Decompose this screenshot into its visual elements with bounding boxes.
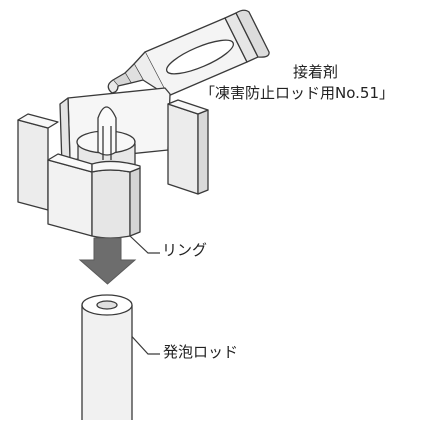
rod-leader-line <box>125 329 160 355</box>
ring-label: リング <box>162 241 208 259</box>
foam-rod <box>81 294 133 420</box>
down-arrow-icon <box>78 237 137 285</box>
ring-leader-line <box>129 235 160 254</box>
adhesive-tube <box>107 9 270 97</box>
ring-right-arm <box>167 99 209 195</box>
adhesive-product-label: 「凍害防止ロッド用No.51」 <box>200 84 394 102</box>
adhesive-name-label: 接着剤 <box>293 63 339 81</box>
foam-rod-label: 発泡ロッド <box>163 343 239 361</box>
ring-front-wall <box>47 153 141 239</box>
ring-left-arm <box>17 113 59 211</box>
